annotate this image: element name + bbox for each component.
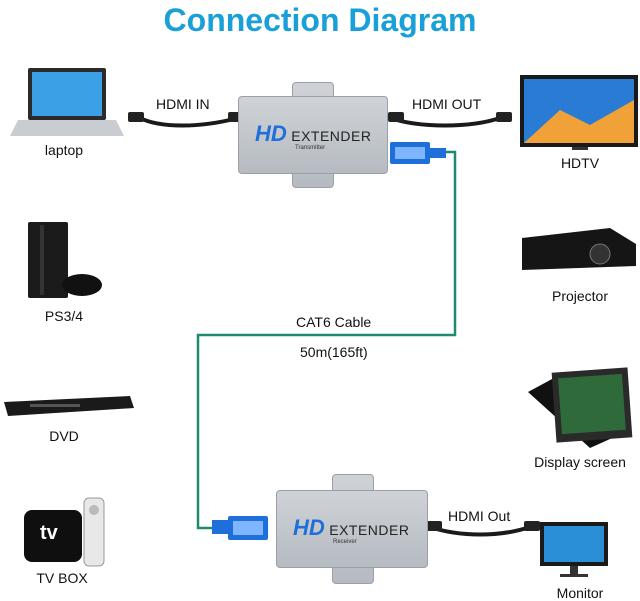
- receiver-unit: HD EXTENDER Receiver: [276, 474, 428, 584]
- dvd-player-icon: [4, 396, 134, 416]
- cat6-cable: [196, 150, 457, 530]
- ps4-console-icon: [28, 222, 102, 298]
- transmitter-unit: HD EXTENDER Transmitter: [238, 82, 388, 188]
- rj45-connector-bottom: [212, 516, 268, 540]
- tv-box-screen-text: tv: [40, 522, 58, 544]
- hdmi-out-bottom-cable: [429, 525, 531, 537]
- hdtv-icon: [520, 75, 638, 150]
- transmitter-name: EXTENDER: [291, 128, 372, 144]
- source-label-ps: PS3/4: [44, 308, 84, 324]
- source-label-laptop: laptop: [44, 142, 84, 158]
- source-label-dvd: DVD: [49, 428, 79, 444]
- monitor-icon: [540, 522, 608, 577]
- receiver-sub: Receiver: [333, 539, 357, 545]
- transmitter-sub: Transmitter: [295, 145, 326, 151]
- display-label-monitor: Monitor: [556, 585, 604, 601]
- transmitter-brand: HD: [255, 121, 287, 146]
- hdmi-out-top-label: HDMI OUT: [412, 96, 482, 112]
- display-label-projector: Projector: [551, 288, 609, 304]
- hdmi-out-bottom-label: HDMI Out: [448, 508, 511, 524]
- display-label-hdtv: HDTV: [560, 155, 600, 171]
- receiver-body: HD EXTENDER Receiver: [276, 490, 428, 568]
- hdmi-in-cable: [139, 116, 239, 128]
- hdmi-plug-left: [128, 112, 144, 122]
- diagram-title: Connection Diagram: [163, 2, 477, 38]
- receiver-brand: HD: [293, 515, 325, 540]
- source-label-tvbox: TV BOX: [36, 570, 88, 586]
- hdmi-in-label: HDMI IN: [156, 96, 210, 112]
- projector-icon: [522, 228, 636, 270]
- cat6-label: CAT6 Cable: [296, 314, 372, 330]
- hdmi-out-top-cable: [389, 116, 501, 128]
- display-label-screen: Display screen: [534, 454, 626, 470]
- rj45-connector-top: [390, 142, 446, 164]
- display-screen-icon: [528, 367, 633, 448]
- transmitter-body: HD EXTENDER Transmitter: [238, 96, 388, 174]
- tv-box-icon: [24, 497, 105, 567]
- cable-length-label: 50m(165ft): [300, 344, 368, 360]
- laptop-icon: [10, 68, 124, 136]
- receiver-name: EXTENDER: [329, 522, 410, 538]
